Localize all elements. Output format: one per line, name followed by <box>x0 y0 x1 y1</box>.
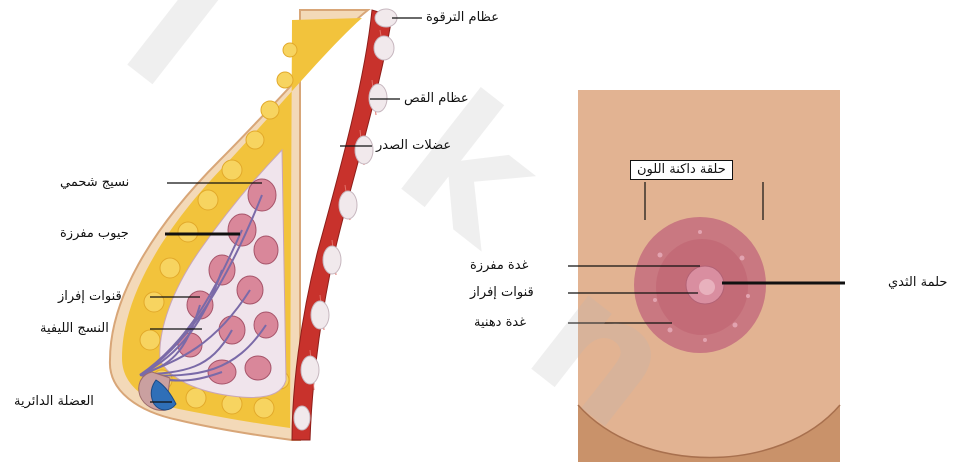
label-sebaceous-gland: غدة دهنية <box>474 315 526 331</box>
label-fatty-tissue: نسيج شحمي <box>60 175 129 191</box>
nipple-center <box>699 279 715 295</box>
label-fibrous-tissue: النسج الليفية <box>40 321 109 337</box>
watermark-letter-k: k <box>365 56 579 284</box>
label-chest-muscles: عضلات الصدر <box>376 138 451 154</box>
label-sternum: عظام القص <box>404 91 469 107</box>
label-clavicle: عظام الترقوة <box>426 10 499 26</box>
label-nipple: حلمة الثدي <box>888 275 947 291</box>
label-ducts-left: قنوات إفراز <box>58 289 122 305</box>
label-ducts-right: قنوات إفراز <box>470 285 534 301</box>
watermark-letter-i: I <box>90 0 262 126</box>
label-circular-muscle: العضلة الدائرية <box>14 394 94 410</box>
label-secretory-gland: غدة مفرزة <box>470 258 528 274</box>
label-lobules: جيوب مفرزة <box>60 226 129 242</box>
label-areola: حلقة داكنة اللون <box>630 160 733 180</box>
